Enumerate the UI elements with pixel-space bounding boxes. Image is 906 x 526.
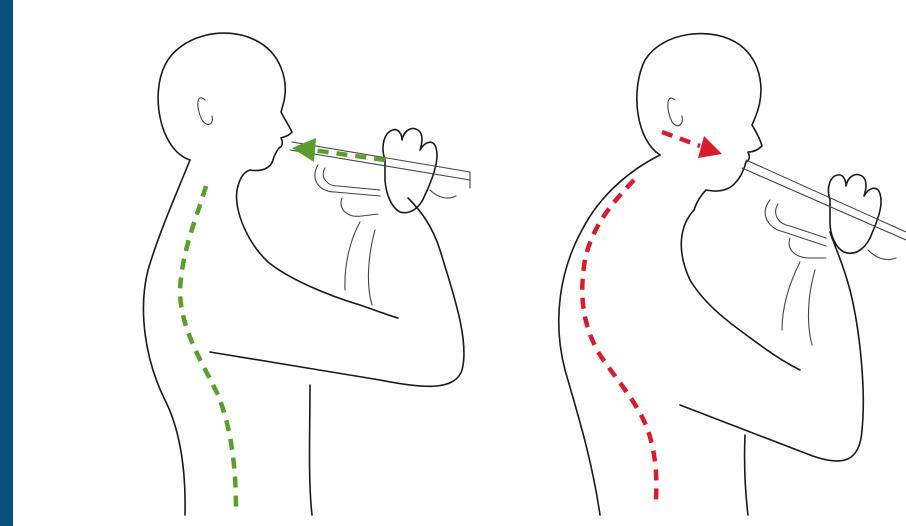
bad-chest-outline <box>681 210 800 370</box>
bad-trumpet-valves <box>765 200 826 258</box>
good-spine-curve <box>180 186 236 510</box>
good-airflow-arrowhead <box>292 138 316 162</box>
bad-head-outline <box>637 34 762 210</box>
good-back-outline <box>143 160 190 515</box>
bad-neck-arrow-line <box>662 132 700 146</box>
good-trumpet-valves <box>315 165 380 216</box>
bad-forearm <box>782 262 815 345</box>
good-ear <box>198 98 213 125</box>
bad-spine-curve <box>582 180 656 505</box>
bad-arm-outline <box>680 232 863 461</box>
good-trumpet-bell <box>430 172 470 198</box>
bad-neck-arrowhead <box>698 136 722 158</box>
good-arm-outline <box>210 198 464 386</box>
good-forearm <box>345 222 375 305</box>
good-posture-figure <box>143 33 470 515</box>
good-head-outline <box>158 33 292 186</box>
good-chest-outline <box>237 186 398 318</box>
bad-trumpet-bell <box>868 250 896 260</box>
good-inner-arm <box>310 385 313 515</box>
bad-hand-outline <box>828 174 881 253</box>
bad-inner-arm <box>745 435 748 515</box>
bad-ear <box>668 98 683 126</box>
bad-posture-figure <box>559 34 906 515</box>
